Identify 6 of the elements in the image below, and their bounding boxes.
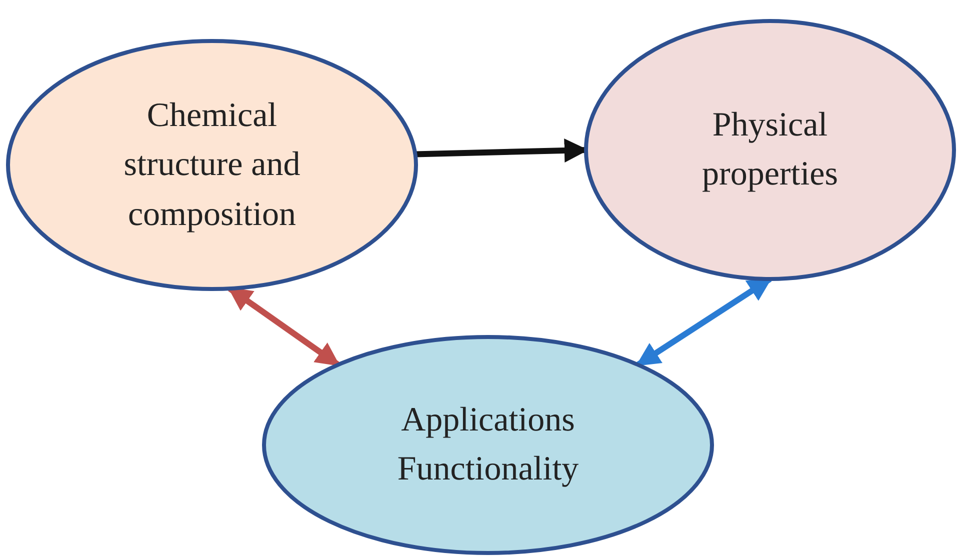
ellipse-node <box>6 39 418 291</box>
node-label: Physical properties <box>701 106 839 195</box>
ellipse-node <box>584 19 956 281</box>
node-label: Applications Functionality <box>396 400 580 490</box>
ellipse-node <box>262 335 714 555</box>
node-label: Chemical structure and composition <box>122 96 302 235</box>
